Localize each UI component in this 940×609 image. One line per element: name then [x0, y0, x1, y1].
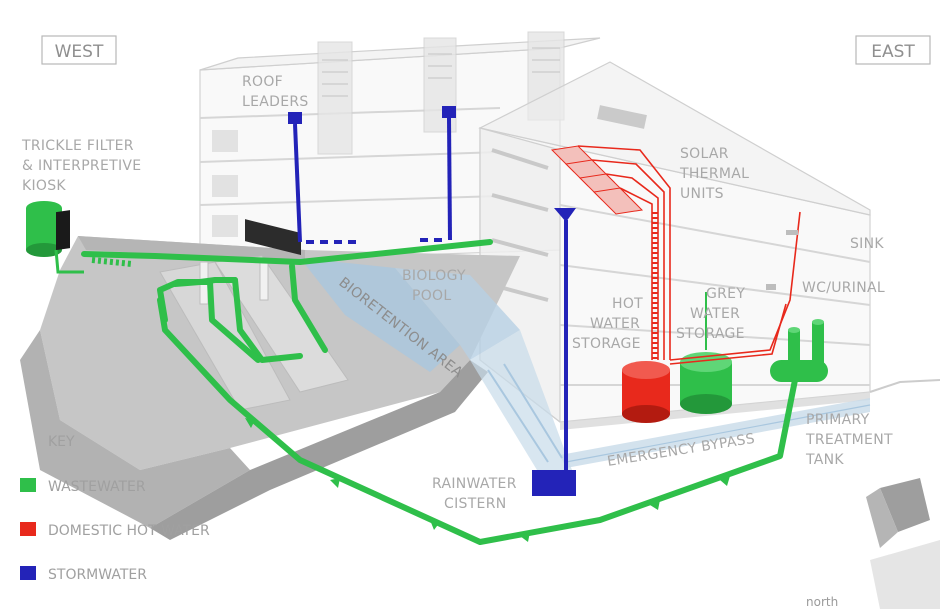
legend: KEY WASTEWATER DOMESTIC HOT WATER STORMW… [20, 434, 210, 583]
trickle-filter-label-2: & INTERPRETIVE [22, 158, 141, 174]
building [199, 31, 871, 430]
hot-water-storage-label-1: HOT [612, 296, 643, 312]
solar-thermal-label-3: UNITS [680, 186, 724, 202]
legend-label-wastewater: WASTEWATER [48, 479, 146, 495]
wc-urinal-fixture [766, 284, 776, 290]
primary-treatment-label-1: PRIMARY [806, 412, 870, 428]
grey-water-storage-label-3: STORAGE [676, 326, 745, 342]
wastewater-system [26, 201, 828, 545]
biology-pool-label-2: POOL [412, 288, 451, 304]
bioretention-area [300, 258, 460, 372]
stormwater-system [288, 106, 576, 496]
legend-swatch-stormwater [20, 566, 36, 580]
emergency-bypass-channel [560, 398, 870, 468]
roof-leaders-label-1: ROOF [242, 74, 283, 90]
roof-leaders-label-2: LEADERS [242, 94, 309, 110]
legend-swatch-wastewater [20, 478, 36, 492]
hot-water-storage-label-2: WATER [590, 316, 640, 332]
east-label-box: EAST [855, 35, 931, 65]
legend-title: KEY [48, 434, 75, 450]
domestic-hot-water-system [550, 145, 801, 423]
legend-label-stormwater: STORMWATER [48, 567, 147, 583]
east-label: EAST [871, 42, 915, 62]
trickle-filter-label-1: TRICKLE FILTER [21, 138, 134, 154]
hot-water-storage-label-3: STORAGE [572, 336, 641, 352]
biology-pool-label-1: BIOLOGY [402, 268, 466, 284]
grey-water-storage-label-2: WATER [690, 306, 740, 322]
wc-urinal-label: WC/URINAL [802, 280, 885, 296]
ground-edge [20, 330, 250, 528]
solar-thermal-units [550, 145, 644, 215]
solar-thermal-label-2: THERMAL [679, 166, 749, 182]
roof-vent-1 [317, 41, 353, 155]
sink-label: SINK [850, 236, 884, 252]
rainwater-cistern-label-1: RAINWATER [432, 476, 517, 492]
rainwater-cistern-label-2: CISTERN [444, 496, 507, 512]
sink-fixture [786, 230, 798, 235]
primary-treatment-label-2: TREATMENT [805, 432, 893, 448]
biology-pool [395, 268, 520, 360]
primary-treatment-label-3: TANK [805, 452, 844, 468]
solar-thermal-label-1: SOLAR [680, 146, 729, 162]
trickle-filter-label-3: KIOSK [22, 178, 66, 194]
north-building-outline [880, 478, 930, 532]
west-label-box: WEST [41, 35, 117, 65]
legend-label-domestic-hot-water: DOMESTIC HOT WATER [48, 523, 210, 539]
grey-water-storage-label-1: GREY [706, 286, 745, 302]
fixtures [766, 230, 798, 290]
ground-step-edge [150, 360, 488, 540]
east-block-roof [478, 61, 871, 216]
west-label: WEST [55, 42, 104, 62]
rainwater-cistern [532, 470, 576, 496]
legend-swatch-domestic-hot-water [20, 522, 36, 536]
north-label: north [806, 595, 838, 609]
